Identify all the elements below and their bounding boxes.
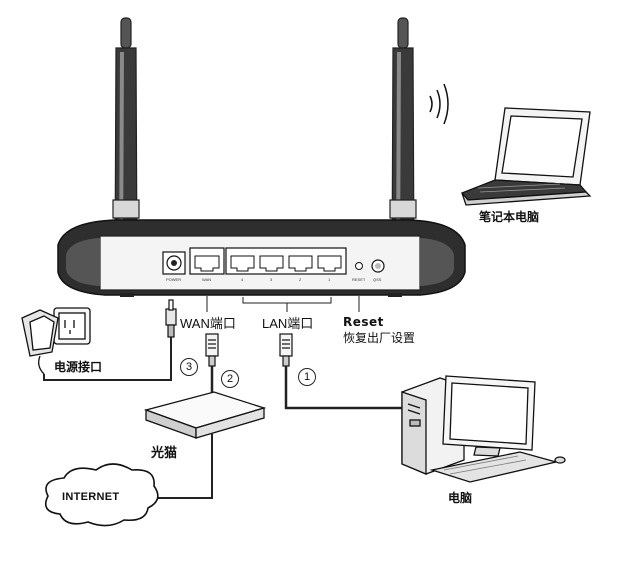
- modem-internet-cable: [152, 433, 213, 499]
- wan-port-label: WAN端口: [180, 316, 236, 331]
- step-1-badge: 1: [298, 368, 316, 386]
- lan-port-label: LAN端口: [262, 316, 314, 331]
- power-cable: [43, 337, 172, 381]
- router-wan-label: WAN: [202, 277, 212, 282]
- power-jack: [162, 251, 186, 275]
- power-plug-icon: [165, 299, 177, 338]
- router-power-label: POWER: [166, 277, 182, 282]
- router-lan1-label: 1: [328, 277, 331, 282]
- router-reset-label: RESET: [352, 277, 366, 282]
- power-adapter-icon: [21, 309, 59, 375]
- computer-label: 电脑: [448, 491, 473, 505]
- reset-label: Reset: [343, 315, 384, 329]
- lan-ports: [225, 247, 347, 275]
- internet-label: INTERNET: [62, 491, 120, 503]
- router-lan4-label: 4: [241, 277, 244, 282]
- qss-button: [371, 259, 385, 273]
- router-lan2-label: 2: [299, 277, 302, 282]
- internet-cloud-icon: [44, 463, 159, 527]
- wan-port: [189, 247, 225, 275]
- laptop-label: 笔记本电脑: [479, 210, 540, 224]
- wan-cable-plug-icon: [205, 333, 219, 367]
- laptop-icon: [460, 107, 592, 206]
- modem-label: 光猫: [151, 446, 178, 461]
- step-2-badge: 2: [221, 370, 239, 388]
- optical-modem-icon: [143, 391, 267, 439]
- desktop-computer-icon: [401, 375, 566, 483]
- lan-cable-plug-icon: [279, 333, 293, 367]
- power-port-label: 电源接口: [54, 360, 103, 374]
- factory-reset-label: 恢复出厂设置: [343, 331, 416, 345]
- reset-button: [355, 262, 363, 270]
- router-qss-label: QSS: [373, 277, 382, 282]
- lan-cable: [284, 366, 408, 410]
- wifi-signal-icon: [429, 83, 449, 125]
- router-lan3-label: 3: [270, 277, 273, 282]
- step-3-badge: 3: [180, 358, 198, 376]
- lan-bracket: [242, 297, 332, 304]
- wall-socket-icon: [53, 307, 91, 345]
